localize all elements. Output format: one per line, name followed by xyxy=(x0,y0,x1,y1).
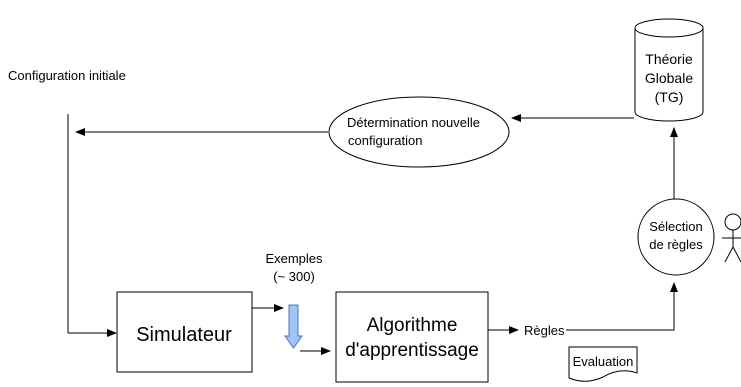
exemples-line1: Exemples xyxy=(265,251,323,266)
exemples-line2: (~ 300) xyxy=(273,269,315,284)
determination-line1: Détermination nouvelle xyxy=(347,115,480,130)
exemples-down-arrow-icon xyxy=(284,304,303,349)
evaluation-label: Evaluation xyxy=(573,354,634,369)
theorie-line2: Globale xyxy=(645,70,693,86)
regles-to-selection-line xyxy=(566,282,678,331)
theorie-globale-cylinder xyxy=(634,18,704,122)
selection-line2: de règles xyxy=(649,237,703,252)
algorithme-box xyxy=(335,291,489,383)
selection-line1: Sélection xyxy=(649,219,702,234)
algorithme-line2: d'apprentissage xyxy=(345,340,479,361)
regles-label: Règles xyxy=(524,323,565,338)
simulateur-label: Simulateur xyxy=(136,324,232,346)
config-initiale-label: Configuration initiale xyxy=(8,68,126,83)
evaluation-document xyxy=(568,346,638,382)
determination-line2: configuration xyxy=(348,133,422,148)
theorie-line1: Théorie xyxy=(645,51,693,67)
algorithme-line1: Algorithme xyxy=(367,315,458,336)
user-figure-icon xyxy=(722,213,741,263)
simulateur-box xyxy=(116,291,253,373)
selection-circle xyxy=(637,198,715,276)
determination-ellipse xyxy=(328,96,510,168)
theorie-line3: (TG) xyxy=(655,89,684,105)
